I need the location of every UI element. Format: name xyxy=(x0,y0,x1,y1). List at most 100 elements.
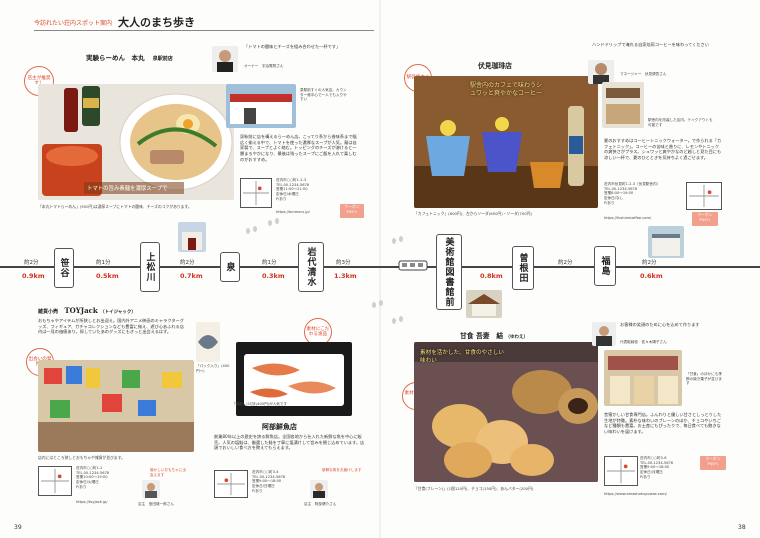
fish-package-photo xyxy=(196,322,220,362)
sweets-address: 荘内市○○町5-6 TEL.00-1234-5678 営業9:00〜18:00 … xyxy=(640,456,674,479)
ramen-photo xyxy=(38,84,234,200)
coffee-caption: 「カフェトニック」(600円)、左からソーダ(650円)・ソーダ(700円) xyxy=(414,211,532,216)
fish-title: 阿部鮮魚店 xyxy=(262,422,297,431)
sweets-map xyxy=(604,456,638,486)
ramen-description: 泉駅前に店を構えるらーめん店。こってり系から香味系まで幅広く揃える中で、トマトを… xyxy=(240,134,357,162)
fish-address: 荘内市○○町3-4 TEL.00-1234-5678 営業9:00〜18:00 … xyxy=(252,470,286,493)
coffee-title: 伏見珈琲店 xyxy=(478,62,512,70)
segment-time-1: 約2分 xyxy=(642,260,657,266)
fish-description: 創業80年以上の歴史を誇る鮮魚店。全国各地から仕入れた新鮮な魚を中心に販売。人気… xyxy=(214,434,365,451)
page-number-right: 38 xyxy=(738,524,746,531)
segment-km-3: 1.3km xyxy=(334,272,357,280)
segment-km-2: 0.8km xyxy=(480,272,503,280)
sweets-owner-photo xyxy=(592,322,616,346)
sweets-url[interactable]: https://www.amashokuyuwae.com/ xyxy=(604,492,667,496)
toyjack-staff-photo xyxy=(142,480,160,498)
footprint-icon xyxy=(392,316,408,324)
toyjack-staff-label: 店主 島田雄一郎さん xyxy=(138,502,174,506)
header-title: 大人のまち歩き xyxy=(118,16,196,29)
footprint-icon xyxy=(246,226,262,234)
segment-time-7: 約2分 xyxy=(24,260,39,266)
station-sasaya: 笹谷 xyxy=(54,248,74,288)
footprint-icon xyxy=(268,218,284,226)
route-line xyxy=(0,266,760,268)
segment-time-3: 約3分 xyxy=(336,260,351,266)
segment-time-4: 約1分 xyxy=(262,260,277,266)
izumi-station-photo xyxy=(178,222,206,252)
ramen-address: 荘内市○○町1-2-3 TEL.00-1234-5678 営業11:00〜21:… xyxy=(276,178,310,201)
station-fukushima: 福島 xyxy=(594,246,616,286)
coffee-owner-label: マネージャー 伏見健吾さん xyxy=(620,72,667,76)
station-bijutsukan: 美術館図書館前 xyxy=(436,234,462,310)
coffee-photo xyxy=(414,76,598,208)
coffee-description: 夏のおすすめはコーヒートニックウォーター。で作られる「カフェトニック」。コーヒー… xyxy=(604,138,722,161)
fish-staff-photo xyxy=(310,480,328,498)
coffee-tag: 駅舎内のカフェで味わうシュワッと爽やかなコーヒー xyxy=(470,82,543,98)
sweets-owner-quote: お客様の笑顔のために心を込めて作ります xyxy=(620,322,700,327)
segment-km-4: 0.3km xyxy=(262,272,285,280)
segment-time-5: 約2分 xyxy=(180,260,195,266)
station-izumi: 泉 xyxy=(220,252,240,282)
sweets-title: 甘食 吾妻 結 （ゆわえ） xyxy=(460,332,529,340)
station-sonedа: 曽根田 xyxy=(512,246,534,290)
sweets-description: 昔懐かしい甘食専門店。ふんわりと優しい甘さとしっとりした生地が特徴。素朴な味わい… xyxy=(604,412,722,435)
sweets-tag: 素材を活かした、甘食のやさしい味わい xyxy=(420,350,504,364)
fukushima-station-photo xyxy=(648,226,684,258)
fish-staff-quote: 新鮮な魚をお届けします xyxy=(322,468,362,472)
toyjack-address: 荘内市○○町1-2 TEL.00-1234-5678 営業10:00〜19:00… xyxy=(76,466,110,489)
footprint-icon xyxy=(392,236,408,244)
coffee-url[interactable]: https://fushimicoffee.com/ xyxy=(604,216,652,220)
segment-time-6: 約1分 xyxy=(96,260,111,266)
coffee-coupon[interactable]: クーポン P45へ xyxy=(692,212,718,226)
ramen-url[interactable]: https://tonmaru.jp/ xyxy=(276,210,310,214)
ramen-title: 実験らーめん 本丸 泉駅前店 xyxy=(86,54,173,62)
sweets-photo xyxy=(414,342,598,482)
sweets-caption: 「甘食(プレーン)」(1個120円)、チョコ(150円)、あんバター(200円) xyxy=(414,486,534,491)
toyjack-url[interactable]: https://toyjack.jp/ xyxy=(76,500,108,504)
ramen-caption: 「本丸トマトらーめん」(950円)は濃厚スープにトマトの酸味、チーズのコクがあり… xyxy=(38,204,192,209)
coffee-manager-photo xyxy=(588,60,614,84)
fish-salmon-caption: 「焼鮭」(1切れ400円)が人気です xyxy=(232,402,288,406)
segment-km-7: 0.9km xyxy=(22,272,45,280)
fish-map xyxy=(214,470,248,498)
sweets-coupon[interactable]: クーポン P45へ xyxy=(700,456,726,470)
segment-km-6: 0.5km xyxy=(96,272,119,280)
segment-km-1: 0.6km xyxy=(640,272,663,280)
station-iwashiro-shimizu: 岩代清水 xyxy=(298,242,324,292)
coffee-address: 荘内市伏見町1-2-3（伏見駅舎内） TEL.00-1234-5678 営業8:… xyxy=(604,182,661,205)
segment-km-5: 0.7km xyxy=(180,272,203,280)
fish-package-caption: 「パック入り」(400円〜) xyxy=(196,364,230,373)
coffee-map xyxy=(686,182,722,210)
footprint-icon xyxy=(372,300,388,308)
toyjack-photo xyxy=(38,360,194,452)
ramen-coupon[interactable]: クーポン P45へ xyxy=(340,204,364,218)
header: 今訪れたい荘内スポット案内 大人のまち歩き xyxy=(34,14,195,30)
ramen-owner-quote: 「トマトの酸味とチーズを組み合わせた一杯です」 xyxy=(244,44,341,49)
toyjack-description: おもちゃやアイテムが所狭しとお出迎え。国内外アニメ映画のキャラクターグッズ、フィ… xyxy=(38,318,184,335)
fish-staff-label: 店主 阿部健介さん xyxy=(304,502,337,506)
toyjack-title: 雑貨小売 TOYJack （トイジャック） xyxy=(38,306,136,315)
segment-time-2: 約2分 xyxy=(558,260,573,266)
toyjack-caption: 店内にはところ狭しとおもちゃや雑貨が並びます。 xyxy=(38,455,125,460)
coffee-side-note: 駅舎内を改装した店内。テイクアウトも可能です xyxy=(648,118,713,127)
ramen-storefront-note: 泉駅前すぐの人気店。カウンター席中心で一人でも入りやすい xyxy=(300,88,347,102)
sonedа-station-photo xyxy=(466,290,502,318)
toyjack-staff-quote: 懐かしいおもちゃに出会えます xyxy=(150,468,186,477)
toyjack-map xyxy=(38,466,72,496)
ramen-tag: トマトの旨み素麺を濃厚スープで xyxy=(84,182,184,194)
coffee-interior-photo xyxy=(602,82,644,128)
sweets-owner-label: 代表取締役 佐々木陽子さん xyxy=(620,340,667,344)
ramen-owner-photo xyxy=(212,46,238,72)
page-number-left: 39 xyxy=(14,524,22,531)
header-kicker: 今訪れたい荘内スポット案内 xyxy=(34,19,113,27)
page-gutter xyxy=(379,0,381,538)
sweets-store-photo xyxy=(604,350,682,406)
sweets-side-note: 「甘食」のほかにも季節の焼き菓子が並びます xyxy=(686,372,722,386)
header-rule xyxy=(34,30,374,31)
tram-icon xyxy=(398,260,428,271)
fish-salmon-photo xyxy=(236,342,352,416)
ramen-owner-label: オーナー 宇治電則さん xyxy=(244,64,284,68)
ramen-map xyxy=(240,178,272,208)
ramen-storefront-photo xyxy=(226,84,296,128)
